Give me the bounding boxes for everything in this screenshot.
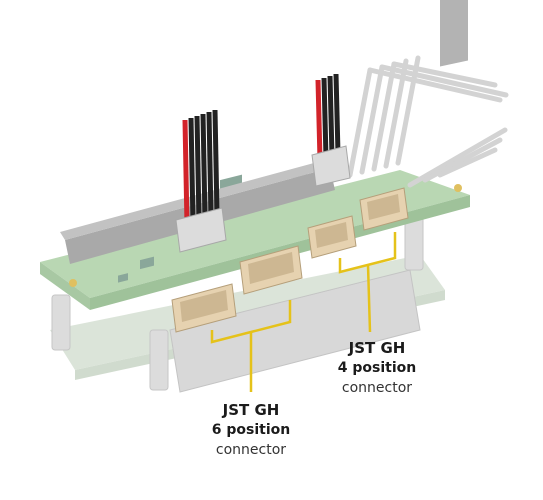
callout-4-position: JST GH 4 position connector [322,338,432,398]
plug-4 [311,145,351,187]
jst-gh-6-socket-b [239,245,303,295]
leader-4 [338,232,397,333]
callout-6-title: JST GH [222,401,280,419]
jst-gh-4-socket-b [359,187,409,231]
callout-6-type: connector [215,442,287,458]
leader-6 [210,300,292,392]
callout-4-type: connector [341,380,413,396]
right-angle-pins [347,55,509,188]
spacer-block [169,269,421,393]
plug-6 [175,207,227,253]
jst-gh-4-socket-a [307,215,357,259]
callout-6-positions: 6 position [211,422,291,438]
jst-gh-6-socket-a [171,283,237,333]
cable-6-wire [182,109,220,226]
pin-spacer [440,0,468,67]
callout-6-position: JST GH 6 position connector [196,400,306,460]
standoff-left [51,294,169,391]
cable-4-wire [315,73,341,161]
callout-4-title: JST GH [348,339,406,357]
callout-4-positions: 4 position [337,360,417,376]
